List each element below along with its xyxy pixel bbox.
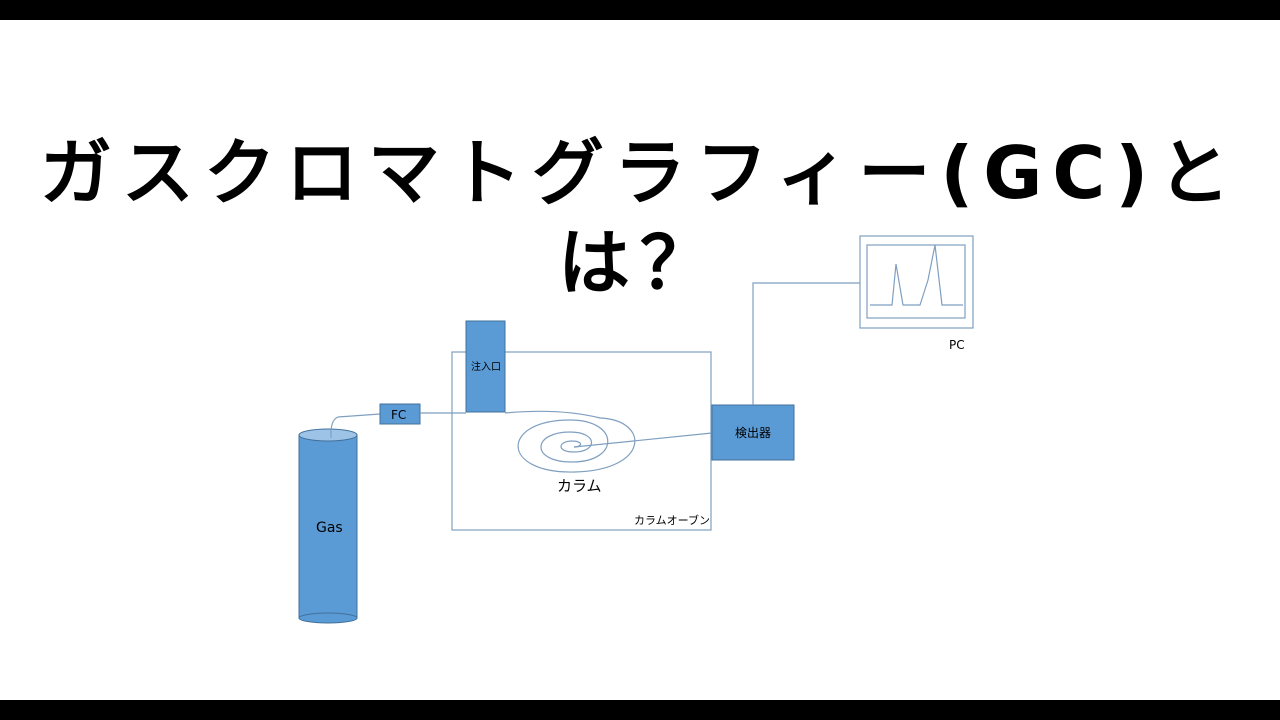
gas-line (330, 413, 381, 439)
injection-port-box (465, 320, 506, 413)
top-letterbox-bar (0, 0, 1280, 20)
detector-box (711, 404, 795, 461)
flow-controller-label: FC (391, 408, 406, 422)
column-oven-box (451, 351, 712, 531)
column-label: カラム (557, 477, 602, 495)
chromatogram-trace (870, 244, 963, 306)
bottom-letterbox-bar (0, 700, 1280, 720)
column-inlet-line (504, 410, 601, 419)
column-outlet-line (573, 432, 713, 448)
column-coil (517, 417, 636, 473)
injection-port-label: 注入口 (471, 360, 501, 373)
page-title: ガスクロマトグラフィー(GC)とは？ (39, 131, 1241, 305)
pc-label: PC (949, 338, 965, 352)
gas-cylinder (298, 428, 358, 624)
signal-line (752, 282, 860, 405)
gas-label: Gas (316, 520, 343, 536)
detector-label: 検出器 (735, 426, 771, 440)
column-oven-label: カラムオーブン (634, 513, 710, 527)
flow-controller-box (379, 403, 421, 425)
pc-monitor (859, 235, 974, 329)
